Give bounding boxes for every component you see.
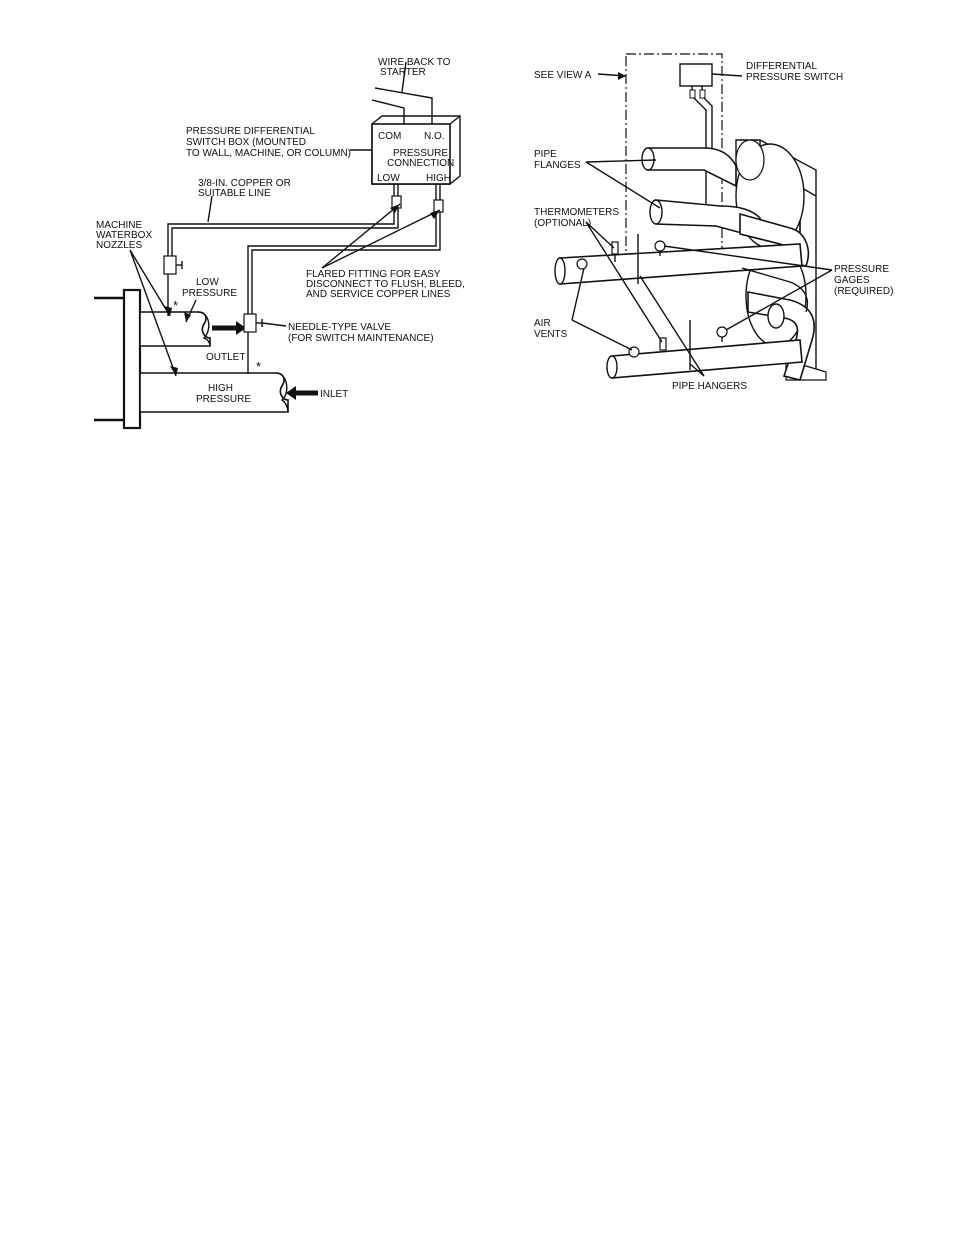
switch-box-label-1: PRESSURE DIFFERENTIAL: [186, 126, 315, 137]
copper-label-2: SUITABLE LINE: [198, 188, 271, 199]
upper-pipe-1: [647, 147, 737, 188]
high-pressure-label-2: PRESSURE: [196, 394, 251, 405]
outlet-arrow-head: [236, 321, 246, 335]
pipe-flanges-label-2: FLANGES: [534, 160, 581, 171]
air-vents-label-1: AIR: [534, 318, 551, 329]
wire-back-label-2: STARTER: [380, 67, 426, 78]
switch-box-label-3: TO WALL, MACHINE, OR COLUMN): [186, 148, 351, 159]
box-conn-label-1: PRESSURE: [393, 148, 448, 159]
switch-box-label-2: SWITCH BOX (MOUNTED: [186, 137, 306, 148]
switch-piping-diagram: WIRE BACK TO STARTER PRESSURE DIFFERENTI…: [94, 57, 465, 430]
low-pipe-break: [197, 311, 211, 347]
wire-com: [371, 99, 405, 124]
high-asterisk: *: [256, 359, 261, 374]
see-view-label: SEE VIEW A: [534, 70, 592, 81]
pipe-flange-1: [641, 147, 655, 171]
low-pressure-label-2: PRESSURE: [182, 288, 237, 299]
high-copper-line: [251, 184, 441, 314]
pressure-gage-2: [716, 326, 728, 338]
flared-label-3: AND SERVICE COPPER LINES: [306, 289, 451, 300]
inlet-arrow-head: [286, 386, 296, 400]
pressure-gage-1: [654, 240, 666, 252]
gages-label-3: (REQUIRED): [834, 286, 893, 297]
nozzles-label-2: WATERBOX: [96, 230, 152, 241]
low-pressure-pipe: [139, 311, 211, 347]
box-high-label: HIGH: [426, 173, 451, 184]
pipe-flanges-label-1: PIPE: [534, 149, 557, 160]
gages-label-2: GAGES: [834, 275, 870, 286]
high-pipe-break: [275, 372, 289, 413]
inlet-label: INLET: [320, 389, 348, 400]
wire-leader: [401, 61, 407, 93]
flared-label-2: DISCONNECT TO FLUSH, BLEED,: [306, 279, 465, 290]
box-low-label: LOW: [377, 173, 400, 184]
box-com-label: COM: [378, 131, 401, 142]
low-asterisk: *: [173, 298, 178, 313]
upper-pipe-2: [655, 199, 761, 240]
diff-switch-label-2: PRESSURE SWITCH: [746, 72, 843, 83]
wire-back-label-1: WIRE BACK TO: [378, 57, 451, 68]
thermometers-label-1: THERMOMETERS: [534, 207, 619, 218]
switch-box: [371, 123, 451, 185]
needle-label-1: NEEDLE-TYPE VALVE: [288, 322, 391, 333]
piping-installation-diagram: SEE VIEW A DIFFERENTIAL PRESSURE SWITCH …: [534, 53, 893, 392]
long-pipe-lower: [611, 339, 803, 379]
high-needle-valve: [243, 313, 257, 333]
low-pressure-label-1: LOW: [196, 277, 219, 288]
pipe-flange-2: [649, 199, 663, 225]
nozzles-label-3: NOZZLES: [96, 240, 142, 251]
pipe-hangers-label: PIPE HANGERS: [672, 381, 747, 392]
thermometer-2: [659, 337, 667, 351]
diff-switch-label-1: DIFFERENTIAL: [746, 61, 818, 72]
waterbox-wall: [122, 288, 142, 430]
copper-label-1: 3/8-IN. COPPER OR: [198, 178, 291, 189]
needle-label-2: (FOR SWITCH MAINTENANCE): [288, 333, 434, 344]
high-pressure-label-1: HIGH: [208, 383, 233, 394]
differential-switch-box: [679, 63, 713, 87]
box-conn-label-2: CONNECTION: [387, 158, 454, 169]
flared-label-1: FLARED FITTING FOR EASY: [306, 269, 441, 280]
thermometers-label-2: (OPTIONAL): [534, 218, 591, 229]
air-vent-1: [576, 258, 588, 270]
gages-label-1: PRESSURE: [834, 264, 889, 275]
pipe-flange-3: [767, 303, 785, 329]
thermometer-1: [611, 241, 619, 255]
low-needle-valve: [163, 255, 177, 275]
box-no-label: N.O.: [424, 131, 445, 142]
nozzles-label-1: MACHINE: [96, 220, 142, 231]
outlet-label: OUTLET: [206, 352, 245, 363]
wire-no: [374, 87, 433, 124]
air-vents-label-2: VENTS: [534, 329, 568, 340]
